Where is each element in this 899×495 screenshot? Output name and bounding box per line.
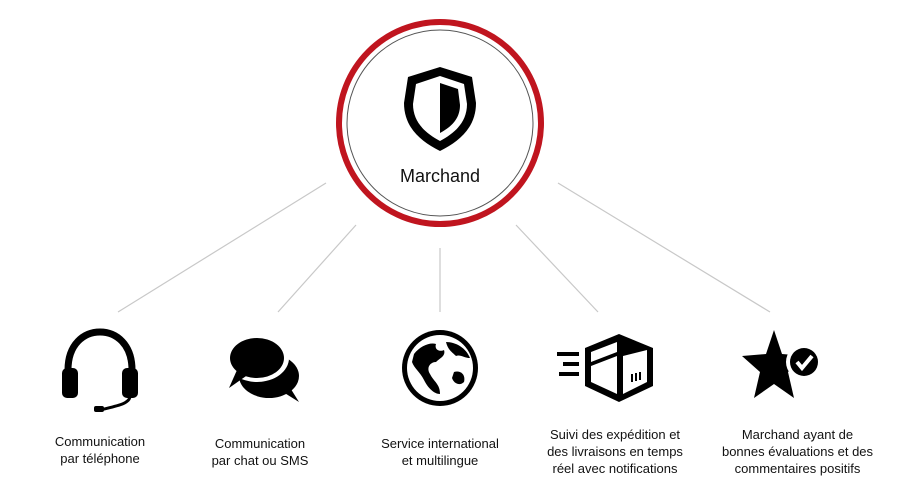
feature-label-line: Communication (54, 434, 146, 449)
feature-label-line: Communication (214, 436, 306, 451)
connector-line-4 (515, 224, 599, 313)
feature-label-line: réel avec notifications (552, 461, 678, 476)
feature-label-line: bonnes évaluations et des (721, 444, 874, 459)
headset-icon (62, 328, 138, 412)
feature-label-international: Service international et multilingue (345, 435, 535, 469)
delivery-box-icon (557, 334, 653, 402)
globe-icon (402, 330, 478, 406)
connector-line-1 (117, 182, 327, 313)
star-check-icon (742, 330, 822, 398)
feature-label-line: par téléphone (60, 451, 140, 466)
feature-label-line: commentaires positifs (734, 461, 861, 476)
feature-label-chat-sms: Communication par chat ou SMS (175, 435, 345, 469)
feature-label-line: Suivi des expédition et (549, 427, 681, 442)
shield-icon (404, 67, 476, 151)
hub-label: Marchand (399, 166, 481, 186)
feature-label-line: Marchand ayant de (741, 427, 854, 442)
feature-label-tracking: Suivi des expédition et des livraisons e… (520, 426, 710, 477)
connector-line-2 (277, 224, 357, 313)
feature-label-line: des livraisons en temps (547, 444, 683, 459)
feature-label-line: et multilingue (401, 453, 479, 468)
feature-label-line: Service international (381, 436, 499, 451)
feature-label-telephone: Communication par téléphone (15, 433, 185, 467)
connector-line-5 (557, 182, 771, 313)
chat-bubbles-icon (225, 334, 299, 402)
feature-label-line: par chat ou SMS (211, 453, 309, 468)
feature-label-ratings: Marchand ayant de bonnes évaluations et … (700, 426, 895, 477)
